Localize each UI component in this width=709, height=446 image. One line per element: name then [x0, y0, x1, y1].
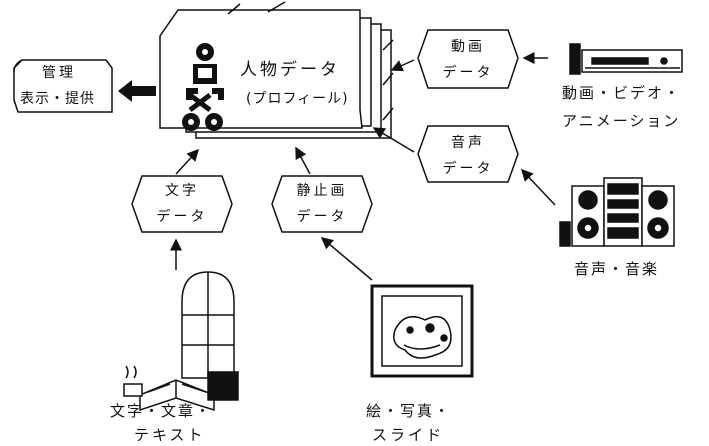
hex-video [417, 29, 519, 89]
stereo-icon [559, 177, 675, 247]
source-still-line1: 絵・写真・ [366, 402, 452, 420]
hex-video-line2: データ [442, 65, 494, 81]
source-text-line2: テキスト [134, 426, 206, 444]
hex-text-line1: 文字 [165, 183, 199, 199]
book-window-icon [123, 271, 239, 412]
center-card [159, 9, 363, 129]
source-video-line1: 動画・ビデオ・ [562, 84, 682, 102]
picture-frame-icon [370, 284, 474, 378]
person-icon [182, 43, 224, 131]
hex-audio-line1: 音声 [451, 135, 485, 151]
center-title: 人物データ [240, 60, 340, 80]
output-line2: 表示・提供 [20, 91, 95, 107]
output-box [13, 59, 113, 113]
motion-strokes [227, 1, 394, 121]
hex-text-line2: データ [156, 209, 208, 225]
center-subtitle: (プロフィール) [246, 91, 349, 107]
hex-audio-line2: データ [442, 161, 494, 177]
hex-still [271, 175, 373, 233]
hex-still-line2: データ [296, 209, 348, 225]
output-line1: 管理 [42, 65, 76, 81]
hex-video-line1: 動画 [451, 39, 485, 55]
source-text-line1: 文字・文章・ [110, 402, 213, 420]
source-audio-line1: 音声・音楽 [574, 260, 660, 278]
flow-arrows [170, 52, 556, 281]
hex-text [131, 175, 233, 233]
hex-audio [417, 125, 519, 183]
vcr-icon [569, 43, 683, 75]
source-still-line2: スライド [372, 426, 445, 444]
hex-still-line1: 静止画 [296, 183, 348, 199]
source-video-line2: アニメーション [562, 112, 681, 130]
output-arrow [118, 80, 156, 102]
